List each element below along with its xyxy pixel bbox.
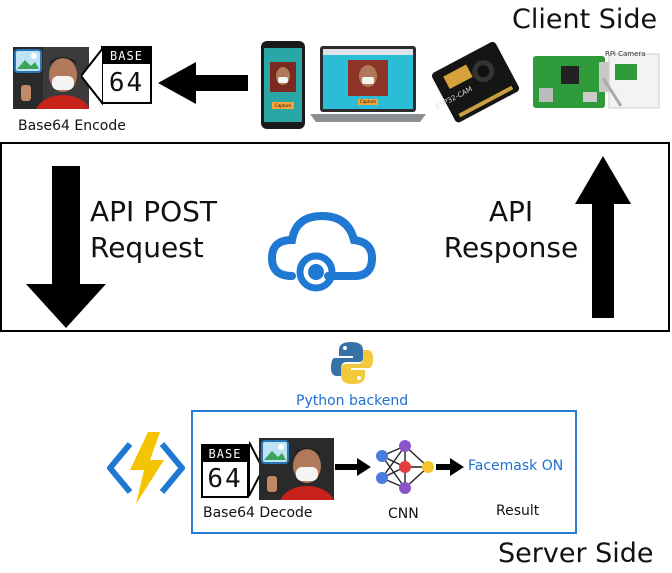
base64-icon-client: BASE 64 (81, 46, 152, 106)
server-arrow-notch (248, 440, 265, 502)
base64-decode-label: Base64 Decode (203, 505, 313, 521)
down-arrow (26, 166, 106, 332)
left-arrow (158, 62, 250, 110)
base64-number-server: 64 (207, 464, 243, 494)
laptop-device: Capture (310, 46, 426, 130)
client-side-title: Client Side (512, 4, 658, 35)
phone-capture-button: Capture (272, 102, 294, 109)
api-response-line1: API (488, 195, 534, 228)
base64-number: 64 (108, 68, 145, 98)
cloud-api-icon (267, 206, 378, 302)
python-logo-icon (329, 340, 375, 390)
esp32-cam-board: ESP32-CAM (428, 41, 524, 128)
base64-header: BASE (103, 48, 150, 64)
client-photo (13, 47, 89, 109)
raspberry-pi-camera: RPi Camera (533, 48, 663, 122)
image-icon (14, 49, 42, 77)
cnn-label: CNN (388, 506, 419, 522)
up-arrow (575, 156, 631, 322)
result-label: Result (496, 503, 540, 519)
base64-header-server: BASE (203, 446, 247, 462)
api-box (0, 142, 670, 332)
rpi-camera-label: RPi Camera (605, 50, 646, 58)
base64-icon-server: BASE 64 (201, 444, 249, 498)
python-backend-label: Python backend (296, 393, 409, 409)
api-post-line1: API POST (90, 195, 217, 228)
api-post-request-label: API POST Request (90, 194, 217, 266)
arrow-to-cnn (335, 458, 371, 480)
smartphone-device: Capture (260, 40, 306, 134)
arrow-to-result (436, 458, 464, 480)
server-processing-box (191, 410, 577, 534)
server-image-icon (261, 440, 289, 468)
api-response-label: API Response (440, 194, 582, 266)
api-post-line2: Request (90, 231, 204, 264)
laptop-capture-button: Capture (358, 99, 378, 105)
azure-function-icon (106, 430, 186, 510)
cnn-network-icon (374, 436, 436, 502)
server-side-title: Server Side (498, 538, 654, 569)
base64-encode-label: Base64 Encode (18, 118, 126, 134)
facemask-result-value: Facemask ON (468, 458, 564, 474)
api-response-line2: Response (443, 231, 579, 264)
